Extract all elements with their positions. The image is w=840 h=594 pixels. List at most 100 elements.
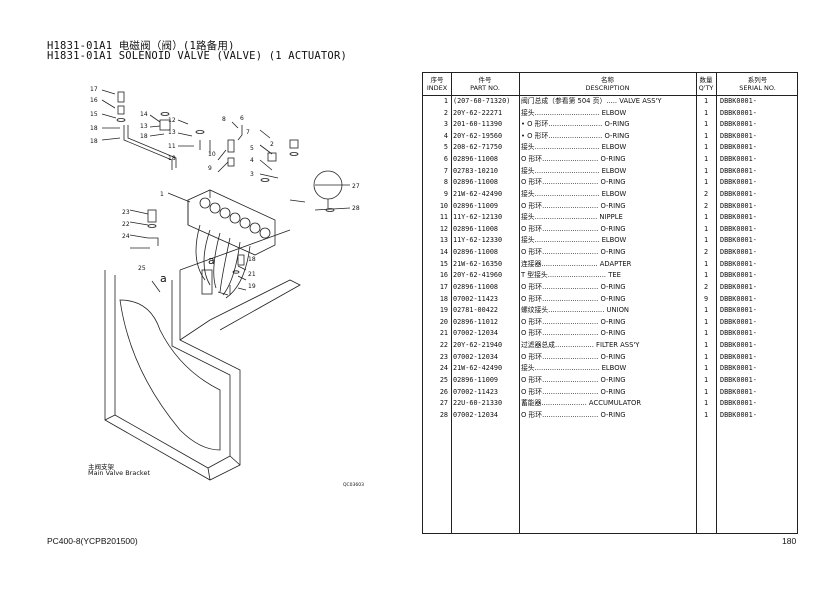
cell-qty: 1 xyxy=(703,131,709,140)
callout-label: 18 xyxy=(248,256,256,263)
cell-serial: DBBK0001- xyxy=(720,213,757,222)
cell-desc: O 形环.......................... O-RING xyxy=(521,282,626,291)
cell-serial: DBBK0001- xyxy=(720,341,757,350)
cell-part: 20Y-62-19560 xyxy=(453,131,503,140)
cell-part: 02896-11008 xyxy=(453,282,499,291)
cell-part: 02896-11008 xyxy=(453,155,499,164)
parts-table: 序号 INDEX 件号 PART NO. 名称 DESCRIPTION 数量 Q… xyxy=(422,72,798,534)
cell-serial: DBBK0001- xyxy=(720,201,757,210)
table-row: 17 02896-11008 O 形环.......................… xyxy=(423,282,797,294)
cell-qty: 1 xyxy=(703,317,709,326)
header-desc-en: DESCRIPTION xyxy=(585,84,630,92)
cell-serial: DBBK0001- xyxy=(720,399,757,408)
cell-qty: 1 xyxy=(703,236,709,245)
callout-label: 18 xyxy=(90,138,98,145)
cell-idx: 10 xyxy=(439,201,448,210)
callout-label: 4 xyxy=(250,157,254,164)
callout-label: 12 xyxy=(168,117,176,124)
cell-qty: 1 xyxy=(703,399,709,408)
cell-part: 07002-11423 xyxy=(453,294,499,303)
drawing-number: QC03603 xyxy=(343,483,364,488)
cell-desc: O 形环.......................... O-RING xyxy=(521,317,626,326)
callout-label: 18 xyxy=(140,133,148,140)
header-index-en: INDEX xyxy=(426,84,448,92)
cell-desc: O 形环.......................... O-RING xyxy=(521,294,626,303)
section-marker: a xyxy=(160,272,167,285)
cell-part: 21W-62-42490 xyxy=(453,364,503,373)
cell-serial: DBBK0001- xyxy=(720,352,757,361)
cell-serial: DBBK0001- xyxy=(720,410,757,419)
cell-qty: 2 xyxy=(703,282,709,291)
cell-idx: 20 xyxy=(439,317,448,326)
cell-serial: DBBK0001- xyxy=(720,131,757,140)
cell-desc: O 形环.......................... O-RING xyxy=(521,410,626,419)
cell-qty: 1 xyxy=(703,108,709,117)
cell-part: 20Y-62-21940 xyxy=(453,341,503,350)
cell-part: 11Y-62-12130 xyxy=(453,213,503,222)
cell-idx: 1 xyxy=(443,97,448,105)
cell-qty: 2 xyxy=(703,189,709,198)
cell-part: 201-60-11390 xyxy=(453,120,503,129)
cell-serial: DBBK0001- xyxy=(720,282,757,291)
cell-idx: 2 xyxy=(443,108,448,117)
callout-label: 24 xyxy=(122,233,130,240)
cell-qty: 2 xyxy=(703,248,709,257)
cell-idx: 23 xyxy=(439,352,448,361)
cell-part: 02896-11009 xyxy=(453,201,499,210)
header-part-cn: 件号 xyxy=(478,76,492,84)
page-number: 180 xyxy=(782,536,797,546)
callout-label: 23 xyxy=(122,209,130,216)
cell-desc: O 形环.......................... O-RING xyxy=(521,387,626,396)
header-description: 名称 DESCRIPTION xyxy=(519,76,696,92)
header-desc-cn: 名称 xyxy=(601,76,614,84)
cell-serial: DBBK0001- xyxy=(720,375,757,384)
cell-desc: O 形环.......................... O-RING xyxy=(521,155,626,164)
cell-qty: 1 xyxy=(703,97,709,105)
cell-idx: 8 xyxy=(443,178,448,187)
cell-serial: DBBK0001- xyxy=(720,259,757,268)
cell-part: 02896-11008 xyxy=(453,224,499,233)
header-index-cn: 序号 xyxy=(430,76,444,84)
cell-desc: O 形环.......................... O-RING xyxy=(521,329,626,338)
cell-idx: 14 xyxy=(439,248,448,257)
callout-label: 9 xyxy=(208,165,212,172)
cell-serial: DBBK0001- xyxy=(720,224,757,233)
cell-serial: DBBK0001- xyxy=(720,364,757,373)
callout-label: 13 xyxy=(168,129,176,136)
cell-desc: 螺纹接头.......................... UNION xyxy=(521,306,630,315)
cell-idx: 19 xyxy=(439,306,448,315)
cell-qty: 1 xyxy=(703,387,709,396)
callout-label: 21 xyxy=(248,271,256,278)
cell-part: 21W-62-16350 xyxy=(453,259,503,268)
callout-label: 19 xyxy=(248,283,256,290)
cell-desc: T 型接头........................... TEE xyxy=(521,271,621,280)
model-footer: PC400-8(YCPB201500) xyxy=(47,536,138,546)
header-qty-cn: 数量 xyxy=(699,76,713,84)
cell-part: 02896-11008 xyxy=(453,248,499,257)
cell-idx: 26 xyxy=(439,387,448,396)
cell-idx: 24 xyxy=(439,364,448,373)
callout-label: 28 xyxy=(352,205,360,212)
cell-qty: 1 xyxy=(703,120,709,129)
cell-serial: DBBK0001- xyxy=(720,108,757,117)
cell-idx: 17 xyxy=(439,282,448,291)
cell-idx: 25 xyxy=(439,375,448,384)
cell-desc: O 形环.......................... O-RING xyxy=(521,352,626,361)
cell-desc: 连接器.......................... ADAPTER xyxy=(521,259,632,268)
cell-serial: DBBK0001- xyxy=(720,329,757,338)
cell-serial: DBBK0001- xyxy=(720,387,757,396)
cell-idx: 5 xyxy=(443,143,448,152)
header-qty: 数量 Q'TY xyxy=(696,76,716,92)
cell-idx: 15 xyxy=(439,259,448,268)
cell-desc: 接头.............................. ELBOW xyxy=(521,108,627,117)
